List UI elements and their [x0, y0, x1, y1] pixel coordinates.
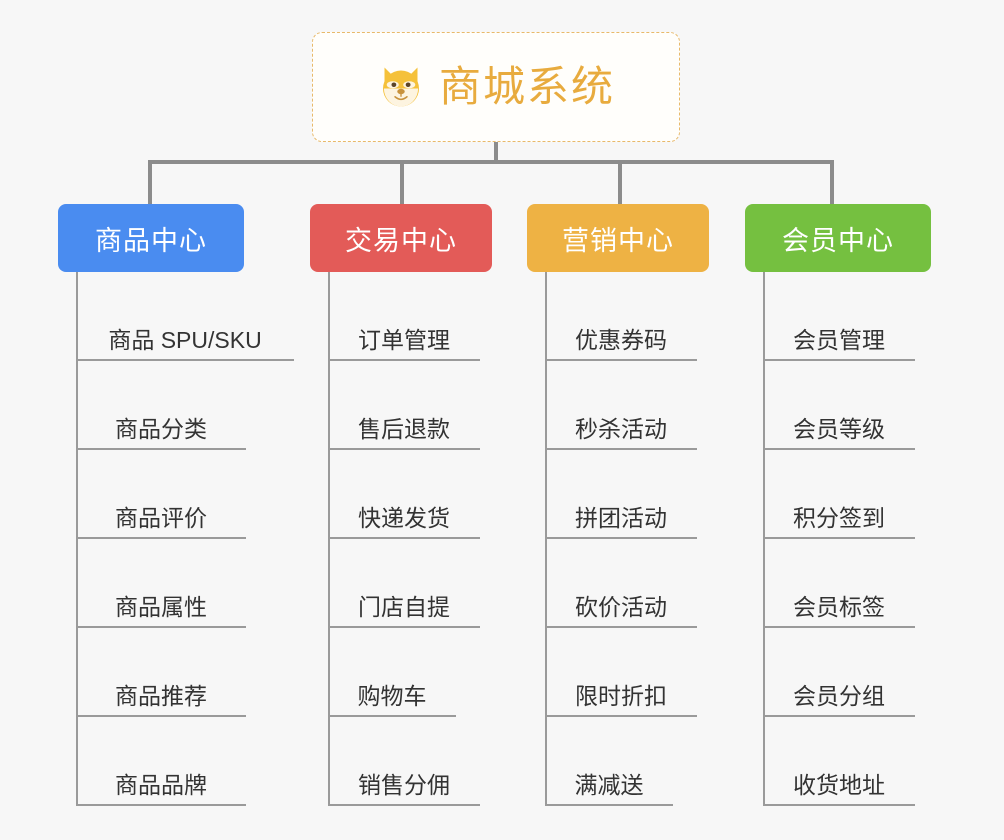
connector-drop-member: [830, 160, 834, 206]
leaf-item[interactable]: 商品分类: [76, 361, 246, 450]
leaf-label: 会员等级: [793, 416, 885, 442]
leaf-item[interactable]: 满减送: [545, 717, 673, 806]
connector-drop-trade: [400, 160, 404, 206]
leaf-label: 满减送: [574, 772, 644, 798]
leaf-item[interactable]: 会员等级: [763, 361, 915, 450]
leaf-label: 销售分佣: [358, 772, 450, 798]
leaf-label: 会员管理: [793, 327, 885, 353]
leaf-label: 购物车: [357, 683, 427, 709]
leaf-item[interactable]: 快递发货: [328, 450, 480, 539]
leaf-item[interactable]: 门店自提: [328, 539, 480, 628]
leaf-label: 收货地址: [793, 772, 885, 798]
branch-header-label: 营销中心: [562, 225, 674, 256]
branch-header-products[interactable]: 商品中心: [58, 204, 244, 272]
leaf-item[interactable]: 秒杀活动: [545, 361, 697, 450]
branch-header-marketing[interactable]: 营销中心: [527, 204, 709, 272]
leaf-item[interactable]: 商品推荐: [76, 628, 246, 717]
leaf-label: 售后退款: [358, 416, 450, 442]
leaf-label: 限时折扣: [575, 683, 667, 709]
leaf-label: 商品属性: [115, 594, 207, 620]
leaf-item[interactable]: 销售分佣: [328, 717, 480, 806]
root-node[interactable]: 商城系统: [312, 32, 680, 142]
leaf-item[interactable]: 会员标签: [763, 539, 915, 628]
leaf-item[interactable]: 商品属性: [76, 539, 246, 628]
connector-root-stem: [494, 142, 498, 164]
connector-drop-products: [148, 160, 152, 206]
leaf-item[interactable]: 积分签到: [763, 450, 915, 539]
leaf-label: 商品 SPU/SKU: [108, 327, 262, 353]
leaf-item[interactable]: 会员分组: [763, 628, 915, 717]
leaf-label: 砍价活动: [575, 594, 667, 620]
leaf-item[interactable]: 商品品牌: [76, 717, 246, 806]
leaf-item[interactable]: 拼团活动: [545, 450, 697, 539]
branch-header-member[interactable]: 会员中心: [745, 204, 931, 272]
connector-horizontal-bus: [148, 160, 834, 164]
leaf-label: 门店自提: [358, 594, 450, 620]
leaf-item[interactable]: 会员管理: [763, 272, 915, 361]
leaf-item[interactable]: 优惠券码: [545, 272, 697, 361]
leaf-label: 商品推荐: [115, 683, 207, 709]
root-title: 商城系统: [438, 63, 615, 110]
leaf-label: 商品分类: [115, 416, 207, 442]
leaf-item[interactable]: 订单管理: [328, 272, 480, 361]
connector-drop-marketing: [618, 160, 622, 206]
leaf-label: 秒杀活动: [575, 416, 667, 442]
branch-header-trade[interactable]: 交易中心: [310, 204, 492, 272]
leaf-label: 快递发货: [358, 505, 450, 531]
leaf-label: 积分签到: [793, 505, 885, 531]
leaf-item[interactable]: 砍价活动: [545, 539, 697, 628]
leaf-label: 优惠券码: [575, 327, 667, 353]
leaf-label: 会员标签: [793, 594, 885, 620]
leaf-item[interactable]: 收货地址: [763, 717, 915, 806]
leaf-item[interactable]: 商品 SPU/SKU: [76, 272, 294, 361]
leaf-item[interactable]: 限时折扣: [545, 628, 697, 717]
leaf-label: 会员分组: [793, 683, 885, 709]
leaf-item[interactable]: 商品评价: [76, 450, 246, 539]
leaf-item[interactable]: 售后退款: [328, 361, 480, 450]
leaf-label: 商品品牌: [115, 772, 207, 798]
leaf-label: 订单管理: [358, 327, 450, 353]
leaf-item[interactable]: 购物车: [328, 628, 456, 717]
dog-face-icon: [382, 67, 419, 108]
leaf-label: 商品评价: [115, 505, 207, 531]
branch-header-label: 会员中心: [782, 225, 894, 256]
leaf-label: 拼团活动: [575, 505, 667, 531]
branch-header-label: 交易中心: [345, 225, 457, 256]
branch-header-label: 商品中心: [95, 225, 207, 256]
